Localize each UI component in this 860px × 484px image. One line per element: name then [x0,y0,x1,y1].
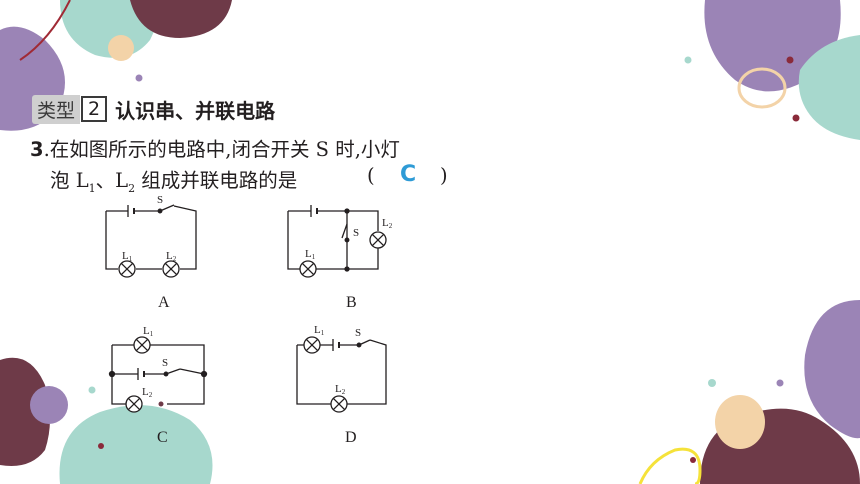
dot-teal-top-right [684,56,692,64]
answer-paren-close: ) [440,164,448,187]
section-number: 2 [81,96,108,122]
blob-purple-bottom-right [804,300,860,439]
l1-subscript: 1 [88,181,96,195]
dot-teal-bottom-right [708,379,716,387]
label-a: A [158,294,170,311]
blob-maroon-bottom-left [0,357,50,466]
circuit-d [296,336,387,413]
section-title: 认识串、并联电路 [115,98,276,123]
blob-teal-top-right [798,35,860,140]
switch-label-d: S [355,327,361,339]
section-kind: 类型 [32,94,81,124]
label-c: C [157,429,168,446]
switch-label-c: S [162,357,168,369]
label-d: D [345,429,357,446]
lamp-d-l2 [330,395,348,413]
dot-maroon-top-right [786,56,794,64]
dot-peach-top-left [108,35,134,61]
lamp1-label-b: L1 [305,248,316,261]
dot-maroon-bottom-right [690,457,696,463]
lamp1-label-d: L1 [314,324,325,337]
lamp-b-l2 [369,231,387,249]
blob-peach-bottom-right [715,395,765,449]
question-line-2: 泡 L1、L2 组成并联电路的是 [50,164,297,195]
lamp2-label-c: L2 [142,386,153,399]
section-tag: 类型 2 认识串、并联电路 [32,94,276,124]
lamp-d-l1 [303,336,321,354]
lamp1-label-c: L1 [143,325,154,338]
circuit-diagrams: S L1 L2 A S L2 L1 B L1 S L2 C L1 S L2 D [105,194,393,446]
switch-label-a: S [157,194,163,206]
blob-maroon-top-left [130,0,232,38]
lamp2-label-b: L2 [382,217,393,230]
dot-maroon-bottom-left [98,443,104,449]
answer-paren-open: ( [367,164,375,187]
lamp-c-l2 [125,395,143,413]
dot-maroon-top-right-2 [792,114,800,122]
l2-subscript: 2 [128,181,136,195]
circuit-c [108,336,208,413]
circuit-a [105,204,197,278]
question-number: 3 [30,138,44,161]
lamp2-label-d: L2 [335,383,346,396]
lamp-b-l1 [299,260,317,278]
lamp-c-l1 [133,336,151,354]
circuit-b [287,205,387,278]
label-b: B [346,294,357,311]
lamp-a-l2 [162,260,180,278]
lamp2-label-a: L2 [166,250,177,263]
ring-peach-top-right [737,67,787,109]
dot-purple-bottom-right [776,379,784,387]
question-sep: 、L [95,169,129,192]
question-line-1: 3.在如图所示的电路中,闭合开关 S 时,小灯 [30,133,400,162]
curve-yellow-bottom-right [638,447,702,484]
question-line-1-text: .在如图所示的电路中,闭合开关 S 时,小灯 [43,138,400,161]
answer-value: C [400,162,417,187]
dot-purple-top-left [135,74,143,82]
curve-red-top-left [19,0,71,61]
lamp-a-l1 [118,260,136,278]
question-line-2-prefix: 泡 L [50,169,89,192]
lamp1-label-a: L1 [122,250,133,263]
dot-teal-bottom-left [88,386,96,394]
dot-purple-bottom-left [30,386,68,424]
blob-teal-bottom-left [59,405,213,484]
switch-label-b: S [353,227,359,239]
question-line-2-suffix: 组成并联电路的是 [135,169,298,192]
